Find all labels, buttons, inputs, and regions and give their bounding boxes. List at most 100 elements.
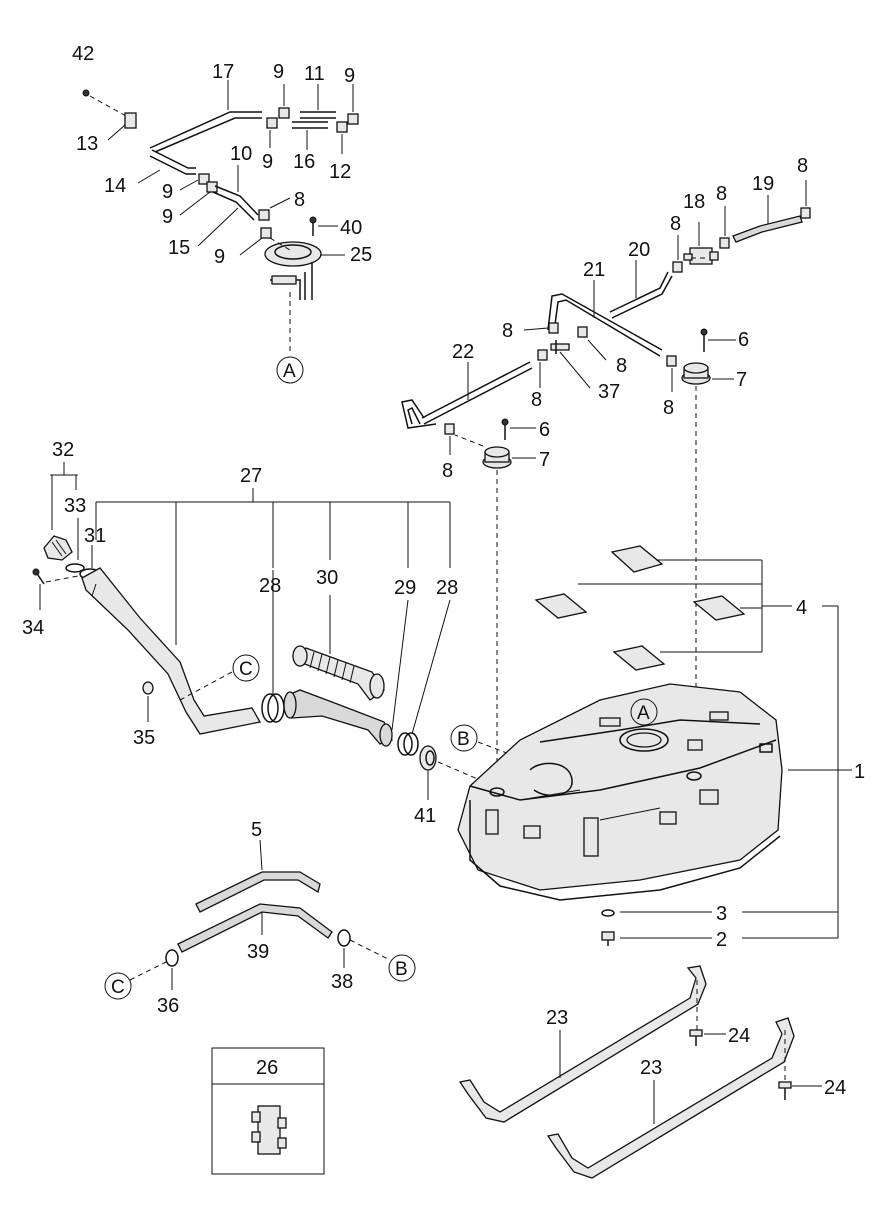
callout-37: 37: [598, 381, 620, 403]
grommet-41: [419, 745, 437, 771]
tube-11: [300, 111, 336, 119]
callout-17: 17: [212, 61, 234, 83]
clamp-8: [800, 207, 811, 219]
callout-3: 3: [716, 903, 727, 925]
rollover-valve-7: [482, 446, 512, 469]
svg-text:A: A: [283, 361, 296, 382]
callout-9: 9: [262, 151, 273, 173]
callout-9: 9: [344, 65, 355, 87]
callout-9: 9: [214, 246, 225, 268]
clamp-9: [266, 117, 278, 129]
clamp-8: [548, 322, 559, 334]
callout-9: 9: [162, 181, 173, 203]
callout-27: 27: [240, 465, 262, 487]
svg-text:B: B: [457, 729, 470, 750]
bolt-24: [689, 1029, 703, 1046]
screw-42: [82, 89, 90, 97]
callout-8: 8: [670, 213, 681, 235]
callout-8: 8: [716, 183, 727, 205]
connector-37: [550, 340, 570, 354]
clamp-9: [347, 113, 359, 125]
callout-32: 32: [52, 439, 74, 461]
callout-10: 10: [230, 143, 252, 165]
clamp-8: [537, 349, 548, 361]
corrugated-hose-30: [292, 645, 385, 701]
tube-14: [151, 149, 196, 169]
gasket-33: [65, 563, 85, 573]
callout-8: 8: [294, 189, 305, 211]
callout-5: 5: [251, 819, 262, 841]
callout-8: 8: [531, 389, 542, 411]
ref-circle-C-upper: C: [232, 654, 260, 682]
callout-4: 4: [796, 597, 807, 619]
clamp-8: [577, 326, 588, 338]
pad-4: [534, 593, 588, 619]
fuel-pump-group: [82, 80, 359, 355]
clamp-8: [444, 423, 455, 435]
filler-hose-group: [129, 839, 391, 990]
clip-13: [124, 112, 137, 129]
callout-36: 36: [157, 995, 179, 1017]
callout-33: 33: [64, 495, 86, 517]
ref-circle-A-tank: A: [630, 698, 658, 726]
drain-plug-2: [601, 931, 615, 946]
filler-neck-pipe: [81, 567, 262, 735]
callout-1: 1: [854, 761, 865, 783]
ref-circle-B-lower: B: [388, 954, 416, 982]
callout-42: 42: [72, 43, 94, 65]
callout-25: 25: [350, 244, 372, 266]
callout-38: 38: [331, 971, 353, 993]
callout-12: 12: [329, 161, 351, 183]
bolt-24: [778, 1081, 792, 1100]
callout-18: 18: [683, 191, 705, 213]
callout-28: 28: [259, 575, 281, 597]
callout-9: 9: [273, 61, 284, 83]
callout-8: 8: [442, 460, 453, 482]
callout-9: 9: [162, 206, 173, 228]
tube-16: [292, 121, 328, 129]
callout-8: 8: [663, 397, 674, 419]
nut-35: [142, 681, 154, 695]
hose-39: [177, 903, 333, 953]
callout-39: 39: [247, 941, 269, 963]
svg-text:C: C: [111, 977, 125, 998]
washer-3: [601, 909, 615, 917]
clamp-12: [336, 121, 348, 133]
part-box-26: [211, 1047, 325, 1175]
callout-26: 26: [256, 1057, 278, 1079]
pad-4: [610, 545, 664, 573]
callout-6: 6: [539, 419, 550, 441]
callout-15: 15: [168, 237, 190, 259]
clamp-28: [261, 693, 279, 723]
fuel-cap-32: [43, 535, 73, 561]
callout-13: 13: [76, 133, 98, 155]
callout-24: 24: [824, 1077, 846, 1099]
callout-29: 29: [394, 577, 416, 599]
callout-11: 11: [304, 63, 325, 85]
clamp-9: [198, 173, 210, 185]
clamp-8: [666, 355, 677, 367]
tube-20: [609, 271, 673, 319]
callout-16: 16: [293, 151, 315, 173]
callout-7: 7: [736, 369, 747, 391]
pad-4: [612, 645, 666, 671]
ref-circle-C-lower: C: [104, 972, 132, 1000]
callout-34: 34: [22, 617, 44, 639]
callout-2: 2: [716, 929, 727, 951]
callout-30: 30: [316, 567, 338, 589]
rollover-valve-7: [681, 362, 711, 385]
callout-8: 8: [502, 320, 513, 342]
svg-text:C: C: [239, 659, 253, 680]
callout-23: 23: [546, 1007, 568, 1029]
callout-40: 40: [340, 217, 362, 239]
tube-21: [547, 293, 663, 357]
callout-19: 19: [752, 173, 774, 195]
tank-straps-group: [458, 965, 822, 1179]
fuel-tank-1: [457, 683, 783, 901]
tube-22: [421, 361, 533, 425]
vapor-line-group: [401, 180, 811, 790]
clamp-9: [278, 107, 290, 119]
tube-17: [149, 111, 262, 149]
callout-22: 22: [452, 341, 474, 363]
